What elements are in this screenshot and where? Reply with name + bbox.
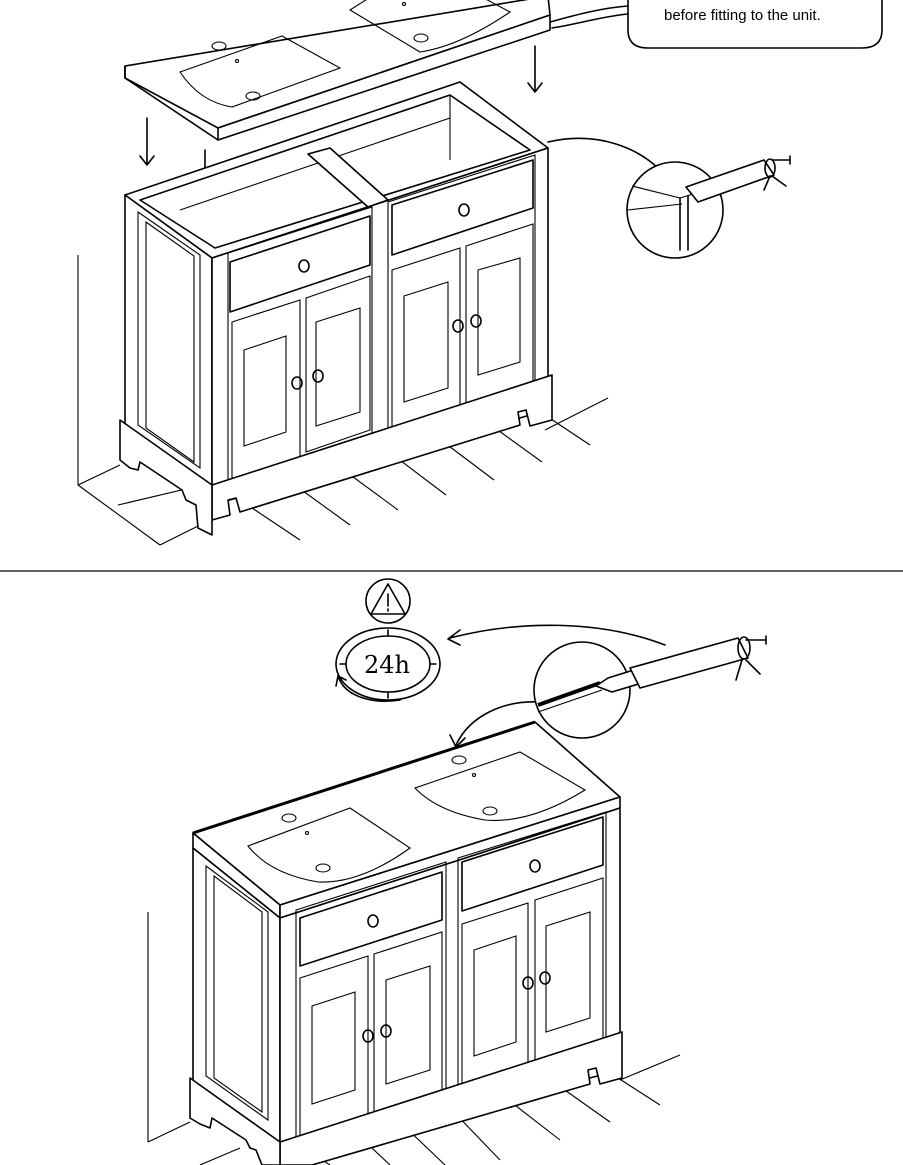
vanity-top — [124, 0, 551, 141]
callout-bubble: before fitting to the unit. — [549, 0, 883, 49]
warning-triangle-icon — [365, 578, 411, 624]
basin-right — [348, 0, 512, 53]
curing-timer-icon: 24h — [335, 627, 441, 702]
cabinet-1 — [119, 81, 553, 536]
step-1-panel: before fitting to the unit. — [77, 0, 883, 546]
step-2-panel: 24h — [147, 578, 767, 1165]
drawer-left-2 — [299, 871, 443, 967]
floor-line-back — [544, 397, 609, 431]
overflow-left — [245, 91, 261, 101]
overflow-right — [413, 33, 429, 43]
drawer-right-2 — [461, 816, 604, 912]
zoom-detail-2 — [533, 641, 631, 739]
tap-hole-left — [211, 41, 227, 51]
basin-left — [179, 35, 342, 108]
cure-time-label: 24h — [364, 651, 410, 679]
drawer-right — [391, 159, 534, 256]
sealant-gun-icon — [685, 155, 791, 203]
sealant-gun-icon-2 — [595, 635, 767, 693]
arrows-curved — [447, 624, 666, 748]
floor-line-back-2 — [619, 1054, 681, 1081]
callout-text: before fitting to the unit. — [664, 7, 821, 24]
basin-left-2 — [247, 807, 411, 883]
basin-right-2 — [414, 751, 587, 821]
cabinet-2 — [189, 720, 623, 1165]
